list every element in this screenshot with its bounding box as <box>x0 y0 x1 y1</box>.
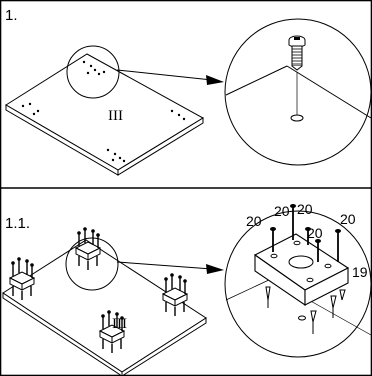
callout-label: 20 <box>340 211 356 227</box>
panel-board: III <box>5 53 204 176</box>
spacer-block-icon <box>161 273 189 316</box>
bolt-icon <box>270 204 341 262</box>
screw-icon <box>288 35 306 71</box>
orientation-marker-step-1-1: III <box>112 316 127 332</box>
callout-label: 19 <box>352 264 368 280</box>
step-1-label: 1. <box>5 7 18 24</box>
spacer-block-icon <box>8 257 36 300</box>
panel-board-with-blocks: III <box>2 227 207 376</box>
detail-circle-large: 20 20 20 20 20 19 <box>224 201 372 358</box>
step-1-1: 1.1. <box>2 201 372 376</box>
leader-arrow <box>116 261 224 274</box>
callout-label: 20 <box>274 203 290 219</box>
step-1: 1. III <box>5 7 372 176</box>
callout-label: 20 <box>297 201 313 217</box>
detail-circle-small <box>65 237 119 291</box>
mounting-holes <box>21 60 186 163</box>
spacer-block-icon <box>98 310 126 353</box>
spacer-block-icon <box>253 233 350 307</box>
callout-label: 20 <box>246 213 262 229</box>
detail-circle-large <box>224 18 372 166</box>
step-1-1-label: 1.1. <box>5 215 30 232</box>
spacer-block-icon <box>74 227 102 270</box>
detail-circle-small <box>66 45 120 99</box>
leader-arrow <box>116 69 224 85</box>
orientation-marker-step-1: III <box>108 108 123 124</box>
bolt-icon <box>265 286 346 334</box>
callout-label: 20 <box>307 225 323 241</box>
